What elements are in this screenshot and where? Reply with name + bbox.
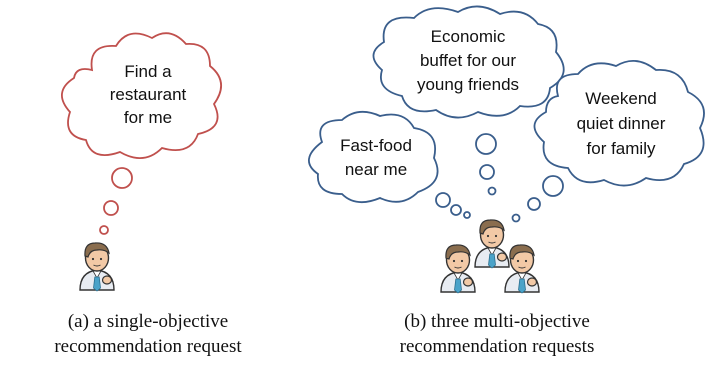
multi-request-thought-trail (435, 133, 564, 223)
fast-food-line-2: near me (345, 160, 407, 179)
caption-a-line-2: recommendation request (54, 336, 242, 357)
single-request-line-1: Find a (124, 62, 172, 81)
single-request-thought-bubble (61, 32, 222, 235)
single-user-icon (79, 242, 115, 292)
single-request-line-3: for me (124, 108, 172, 127)
weekend-dinner-line-2: quiet dinner (577, 114, 666, 133)
weekend-dinner-line-3: for family (587, 139, 656, 158)
caption-b: (b) three multi-objective recommendation… (372, 309, 622, 359)
weekend-dinner-thought-bubble (533, 60, 705, 187)
user-icon-center (474, 219, 510, 269)
caption-a-line-1: (a) a single-objective (67, 311, 229, 332)
buffet-thought-bubble (372, 5, 565, 119)
buffet-line-3: young friends (417, 75, 519, 94)
weekend-dinner-line-1: Weekend (585, 89, 657, 108)
caption-a: (a) a single-objective recommendation re… (42, 309, 254, 359)
single-request-line-2: restaurant (110, 85, 187, 104)
fast-food-thought-bubble (308, 110, 439, 204)
user-icon-right (504, 244, 540, 294)
buffet-line-2: buffet for our (420, 51, 516, 70)
fast-food-line-1: Fast-food (340, 136, 412, 155)
buffet-line-1: Economic (431, 27, 506, 46)
user-icon-left (440, 244, 476, 294)
caption-b-line-2: recommendation requests (399, 336, 595, 357)
caption-b-line-1: (b) three multi-objective (404, 311, 590, 332)
